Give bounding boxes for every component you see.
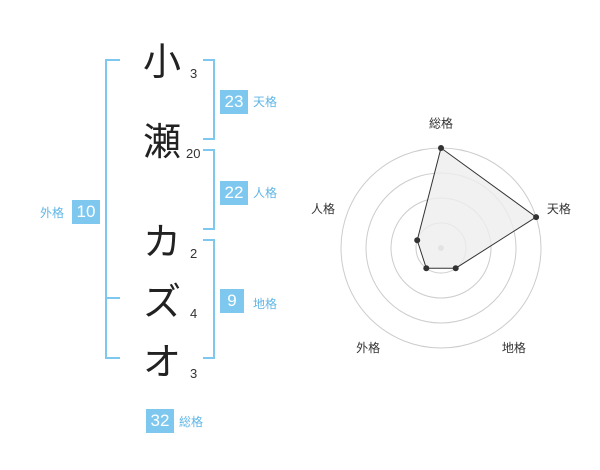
name-char-3: カ (143, 220, 182, 264)
stroke-count-1: 3 (190, 66, 198, 81)
name-char-2: 瀬 (143, 120, 182, 164)
radar-axis-label-2: 天格 (547, 201, 571, 216)
radar-point-2 (533, 214, 540, 221)
radar-polygon (416, 147, 537, 269)
gaikaku-bracket (105, 59, 120, 359)
name-char-5: オ (143, 340, 182, 384)
tenkaku-value-badge: 23 (220, 90, 248, 114)
jinkaku-bracket (203, 149, 215, 230)
stroke-count-2: 20 (186, 146, 201, 161)
tenkaku-bracket (203, 59, 215, 140)
radar-point-1 (438, 145, 444, 151)
gaikaku-value-badge: 10 (72, 200, 100, 224)
name-char-4: ズ (143, 280, 182, 324)
jinkaku-label: 人格 (253, 186, 278, 200)
stroke-count-5: 3 (190, 366, 198, 381)
radar-point-5 (414, 237, 421, 244)
radar-point-4 (423, 265, 430, 272)
chikaku-bracket (203, 239, 215, 359)
stroke-count-4: 4 (190, 306, 198, 321)
tenkaku-label: 天格 (253, 95, 278, 109)
soukaku-value-badge: 32 (146, 409, 174, 433)
radar-point-3 (452, 265, 459, 272)
gaikaku-label: 外格 (40, 206, 65, 220)
name-char-1: 小 (143, 40, 182, 84)
stroke-count-3: 2 (190, 246, 198, 261)
radar-axis-label-4: 外格 (356, 340, 380, 355)
chikaku-label: 地格 (253, 297, 278, 311)
jinkaku-value-badge: 22 (220, 181, 248, 205)
radar-axis-label-3: 地格 (502, 340, 526, 355)
radar-axis-label-5: 人格 (311, 201, 335, 216)
chikaku-value-badge: 9 (220, 289, 244, 313)
soukaku-label: 総格 (179, 415, 204, 429)
radar-axis-label-1: 総格 (429, 116, 453, 131)
